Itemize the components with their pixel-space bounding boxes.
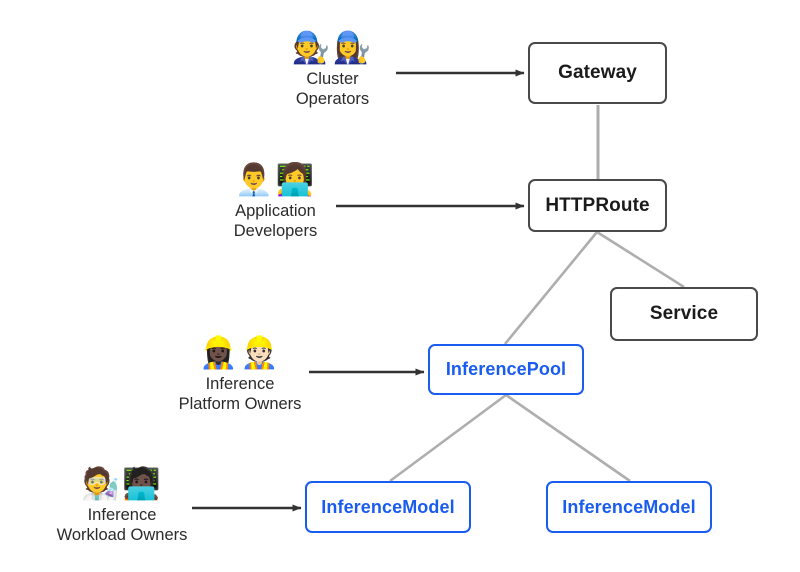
- actor-inference-platform-owners: 👷🏿‍♀️👷🏻 Inference Platform Owners: [166, 333, 314, 414]
- node-service[interactable]: Service: [610, 287, 758, 341]
- actor-application-developers-label: Application Developers: [233, 202, 318, 240]
- actor-inference-workload-owners-label: Inference Workload Owners: [56, 506, 188, 544]
- cluster-operators-icon: 🧑‍🔧👩‍🔧: [291, 30, 374, 66]
- node-httproute[interactable]: HTTPRoute: [528, 179, 667, 232]
- actor-arrows: [192, 69, 525, 512]
- node-gateway[interactable]: Gateway: [528, 42, 667, 104]
- node-inferencemodel-left-label: InferenceModel: [321, 496, 455, 517]
- edge-httproute-to-service: [596, 230, 685, 289]
- actor-inference-workload-owners: 🧑‍🔬🧑🏿‍💻 Inference Workload Owners: [42, 464, 202, 545]
- edge-pool-to-model-right: [505, 393, 631, 483]
- node-inferencepool[interactable]: InferencePool: [428, 344, 584, 395]
- application-developers-icon: 👨‍💼👩‍💻: [234, 162, 317, 198]
- node-httproute-label: HTTPRoute: [545, 194, 650, 216]
- node-gateway-label: Gateway: [558, 62, 637, 83]
- node-inferencemodel-right-label: InferenceModel: [562, 496, 696, 517]
- actor-application-developers: 👨‍💼👩‍💻 Application Developers: [218, 160, 333, 241]
- node-service-label: Service: [649, 303, 719, 324]
- node-inferencepool-label: InferencePool: [445, 359, 567, 379]
- actor-cluster-operators: 🧑‍🔧👩‍🔧 Cluster Operators: [281, 28, 384, 109]
- edge-pool-to-model-left: [389, 393, 507, 483]
- node-inferencemodel-left[interactable]: InferenceModel: [305, 481, 471, 533]
- actor-cluster-operators-label: Cluster Operators: [295, 70, 370, 108]
- inference-platform-owners-icon: 👷🏿‍♀️👷🏻: [199, 335, 281, 371]
- inference-workload-owners-icon: 🧑‍🔬🧑🏿‍💻: [81, 466, 163, 502]
- actor-inference-platform-owners-label: Inference Platform Owners: [178, 375, 302, 413]
- edge-httproute-to-pool: [503, 231, 599, 345]
- node-inferencemodel-right[interactable]: InferenceModel: [546, 481, 712, 533]
